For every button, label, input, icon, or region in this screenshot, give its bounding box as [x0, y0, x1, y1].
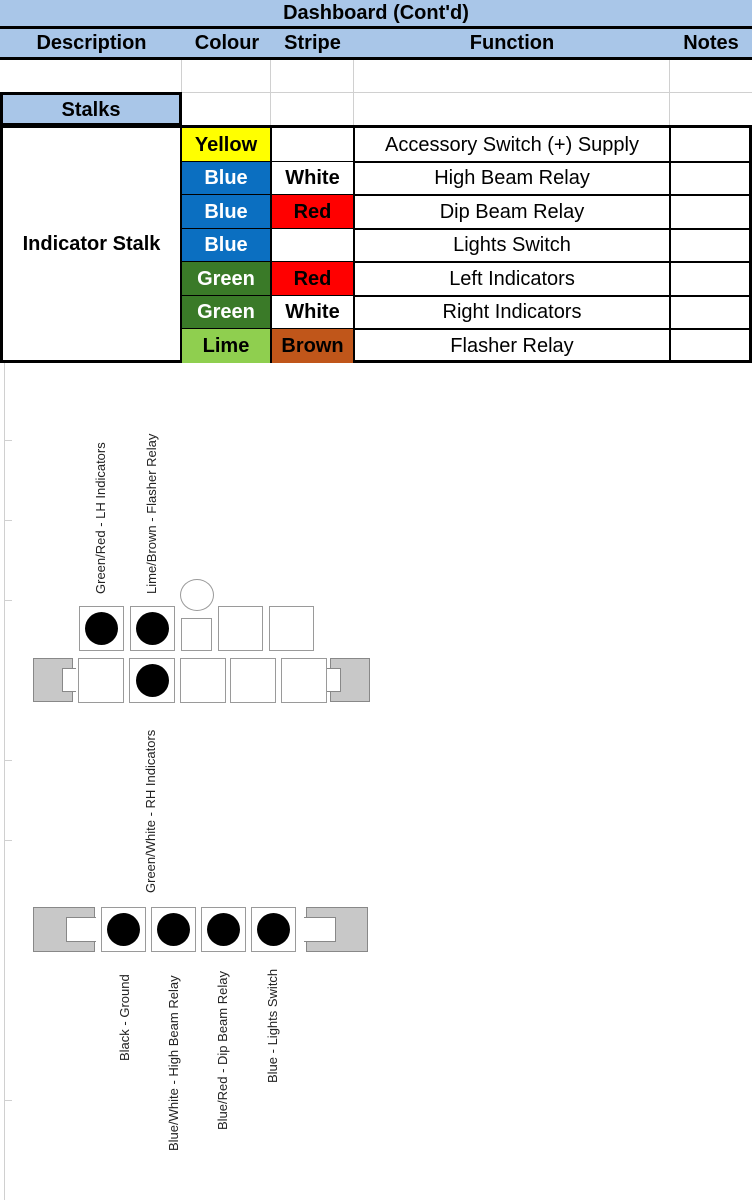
function-cell: Lights Switch [453, 234, 571, 256]
stripe-cell [272, 229, 353, 262]
pin-green-white [136, 664, 169, 697]
stripe-cell: Brown [272, 329, 353, 363]
stripe-cell [272, 128, 353, 162]
column-header-stripe: Stripe [284, 32, 341, 54]
label-blue-red-dip-beam-relay: Blue/Red - Dip Beam Relay [215, 971, 230, 1130]
stripe-cell: White [272, 296, 353, 329]
pin-slot [78, 658, 124, 703]
group-indicator-stalk: Indicator Stalk [22, 232, 161, 255]
colour-cell: Green [182, 262, 270, 296]
stripe-cell: White [272, 162, 353, 195]
function-cell: Accessory Switch (+) Supply [385, 133, 639, 156]
function-cell: High Beam Relay [434, 167, 590, 189]
key-circle-icon [180, 579, 214, 611]
colour-cell: Green [182, 296, 270, 329]
connector-clip-left [33, 907, 95, 952]
colour-cell: Yellow [182, 128, 270, 162]
function-cell: Left Indicators [449, 267, 575, 290]
function-cell: Dip Beam Relay [439, 200, 585, 223]
label-green-white-rh-indicators: Green/White - RH Indicators [143, 729, 158, 893]
pin-blue-red [207, 913, 240, 946]
label-blue-lights-switch: Blue - Lights Switch [265, 968, 280, 1083]
pin-blue [257, 913, 290, 946]
column-header-notes: Notes [683, 32, 739, 54]
colour-cell: Blue [182, 229, 270, 262]
column-header-row [0, 29, 752, 58]
pin-slot [230, 658, 276, 703]
page-title: Dashboard (Cont'd) [0, 0, 752, 27]
pin-lime-brown [136, 612, 169, 645]
column-header-function: Function [469, 32, 555, 54]
function-cell: Flasher Relay [450, 334, 574, 357]
column-header-colour: Colour [194, 32, 260, 54]
stripe-cell: Red [272, 262, 353, 296]
pin-blue-white [157, 913, 190, 946]
pin-black [107, 913, 140, 946]
function-cell: Right Indicators [442, 301, 582, 323]
pin-slot [181, 618, 212, 651]
label-green-red-lh-indicators: Green/Red - LH Indicators [93, 442, 108, 594]
label-black-ground: Black - Ground [117, 974, 132, 1061]
pin-slot [269, 606, 314, 651]
pin-slot [180, 658, 226, 703]
section-stalks: Stalks [61, 98, 121, 121]
colour-cell: Blue [182, 195, 270, 229]
colour-cell: Lime [182, 329, 270, 363]
label-blue-white-high-beam-relay: Blue/White - High Beam Relay [166, 975, 181, 1151]
column-header-description: Description [36, 32, 147, 54]
pin-slot [281, 658, 327, 703]
pin-slot [218, 606, 263, 651]
colour-cell: Blue [182, 162, 270, 195]
stripe-cell: Red [272, 195, 353, 229]
label-lime-brown-flasher-relay: Lime/Brown - Flasher Relay [144, 433, 159, 594]
pin-green-red [85, 612, 118, 645]
